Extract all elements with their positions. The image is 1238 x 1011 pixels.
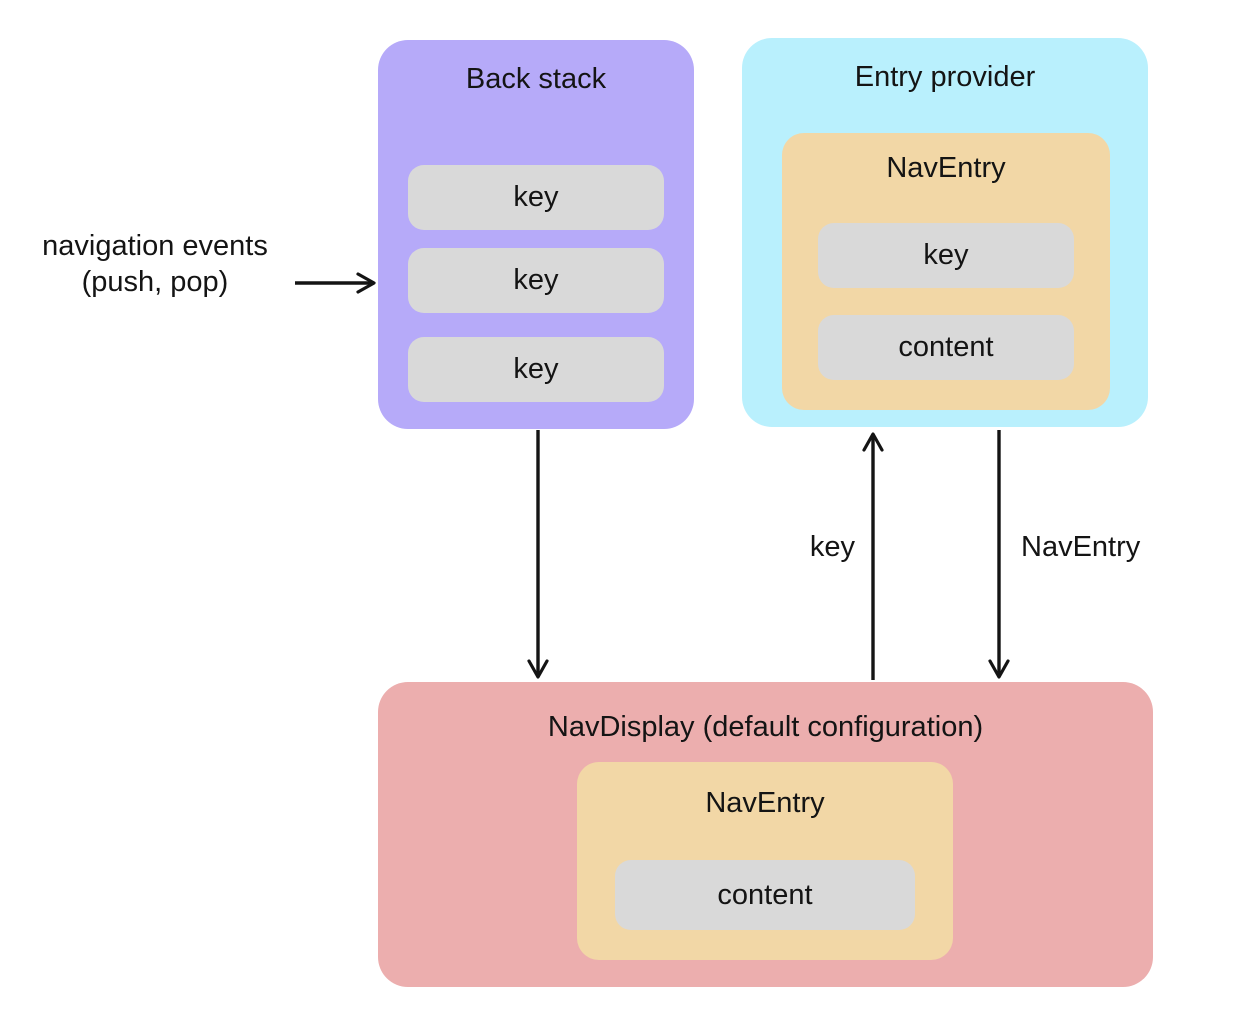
key-arrow-label: key xyxy=(809,531,855,563)
back-stack-box: Back stack key key key xyxy=(378,40,694,429)
naventry-arrow-label: NavEntry xyxy=(1021,531,1141,563)
nav-display-box: NavDisplay (default configuration) NavEn… xyxy=(378,682,1153,987)
nav-display-nav-entry-title: NavEntry xyxy=(705,787,825,819)
back-stack-key-pill: key xyxy=(408,248,664,313)
entry-provider-title: Entry provider xyxy=(854,61,1036,93)
back-stack-key-pill: key xyxy=(408,165,664,230)
entry-provider-nav-entry-box: NavEntry key content xyxy=(782,133,1110,410)
nav-display-nav-entry-box: NavEntry content xyxy=(577,762,953,960)
nav-display-title: NavDisplay (default configuration) xyxy=(547,711,984,743)
nav-entry-key-pill: key xyxy=(818,223,1074,288)
nav-entry-content-pill: content xyxy=(818,315,1074,380)
back-stack-key-pill: key xyxy=(408,337,664,402)
back-stack-title: Back stack xyxy=(465,63,607,95)
navigation-events-label: navigation events (push, pop) xyxy=(5,228,305,300)
nav-display-content-pill: content xyxy=(615,860,915,930)
navigation-events-label-line1: navigation events xyxy=(42,230,268,262)
entry-provider-box: Entry provider NavEntry key content xyxy=(742,38,1148,427)
entry-provider-nav-entry-title: NavEntry xyxy=(886,152,1006,184)
navigation-events-label-line2: (push, pop) xyxy=(81,266,229,298)
